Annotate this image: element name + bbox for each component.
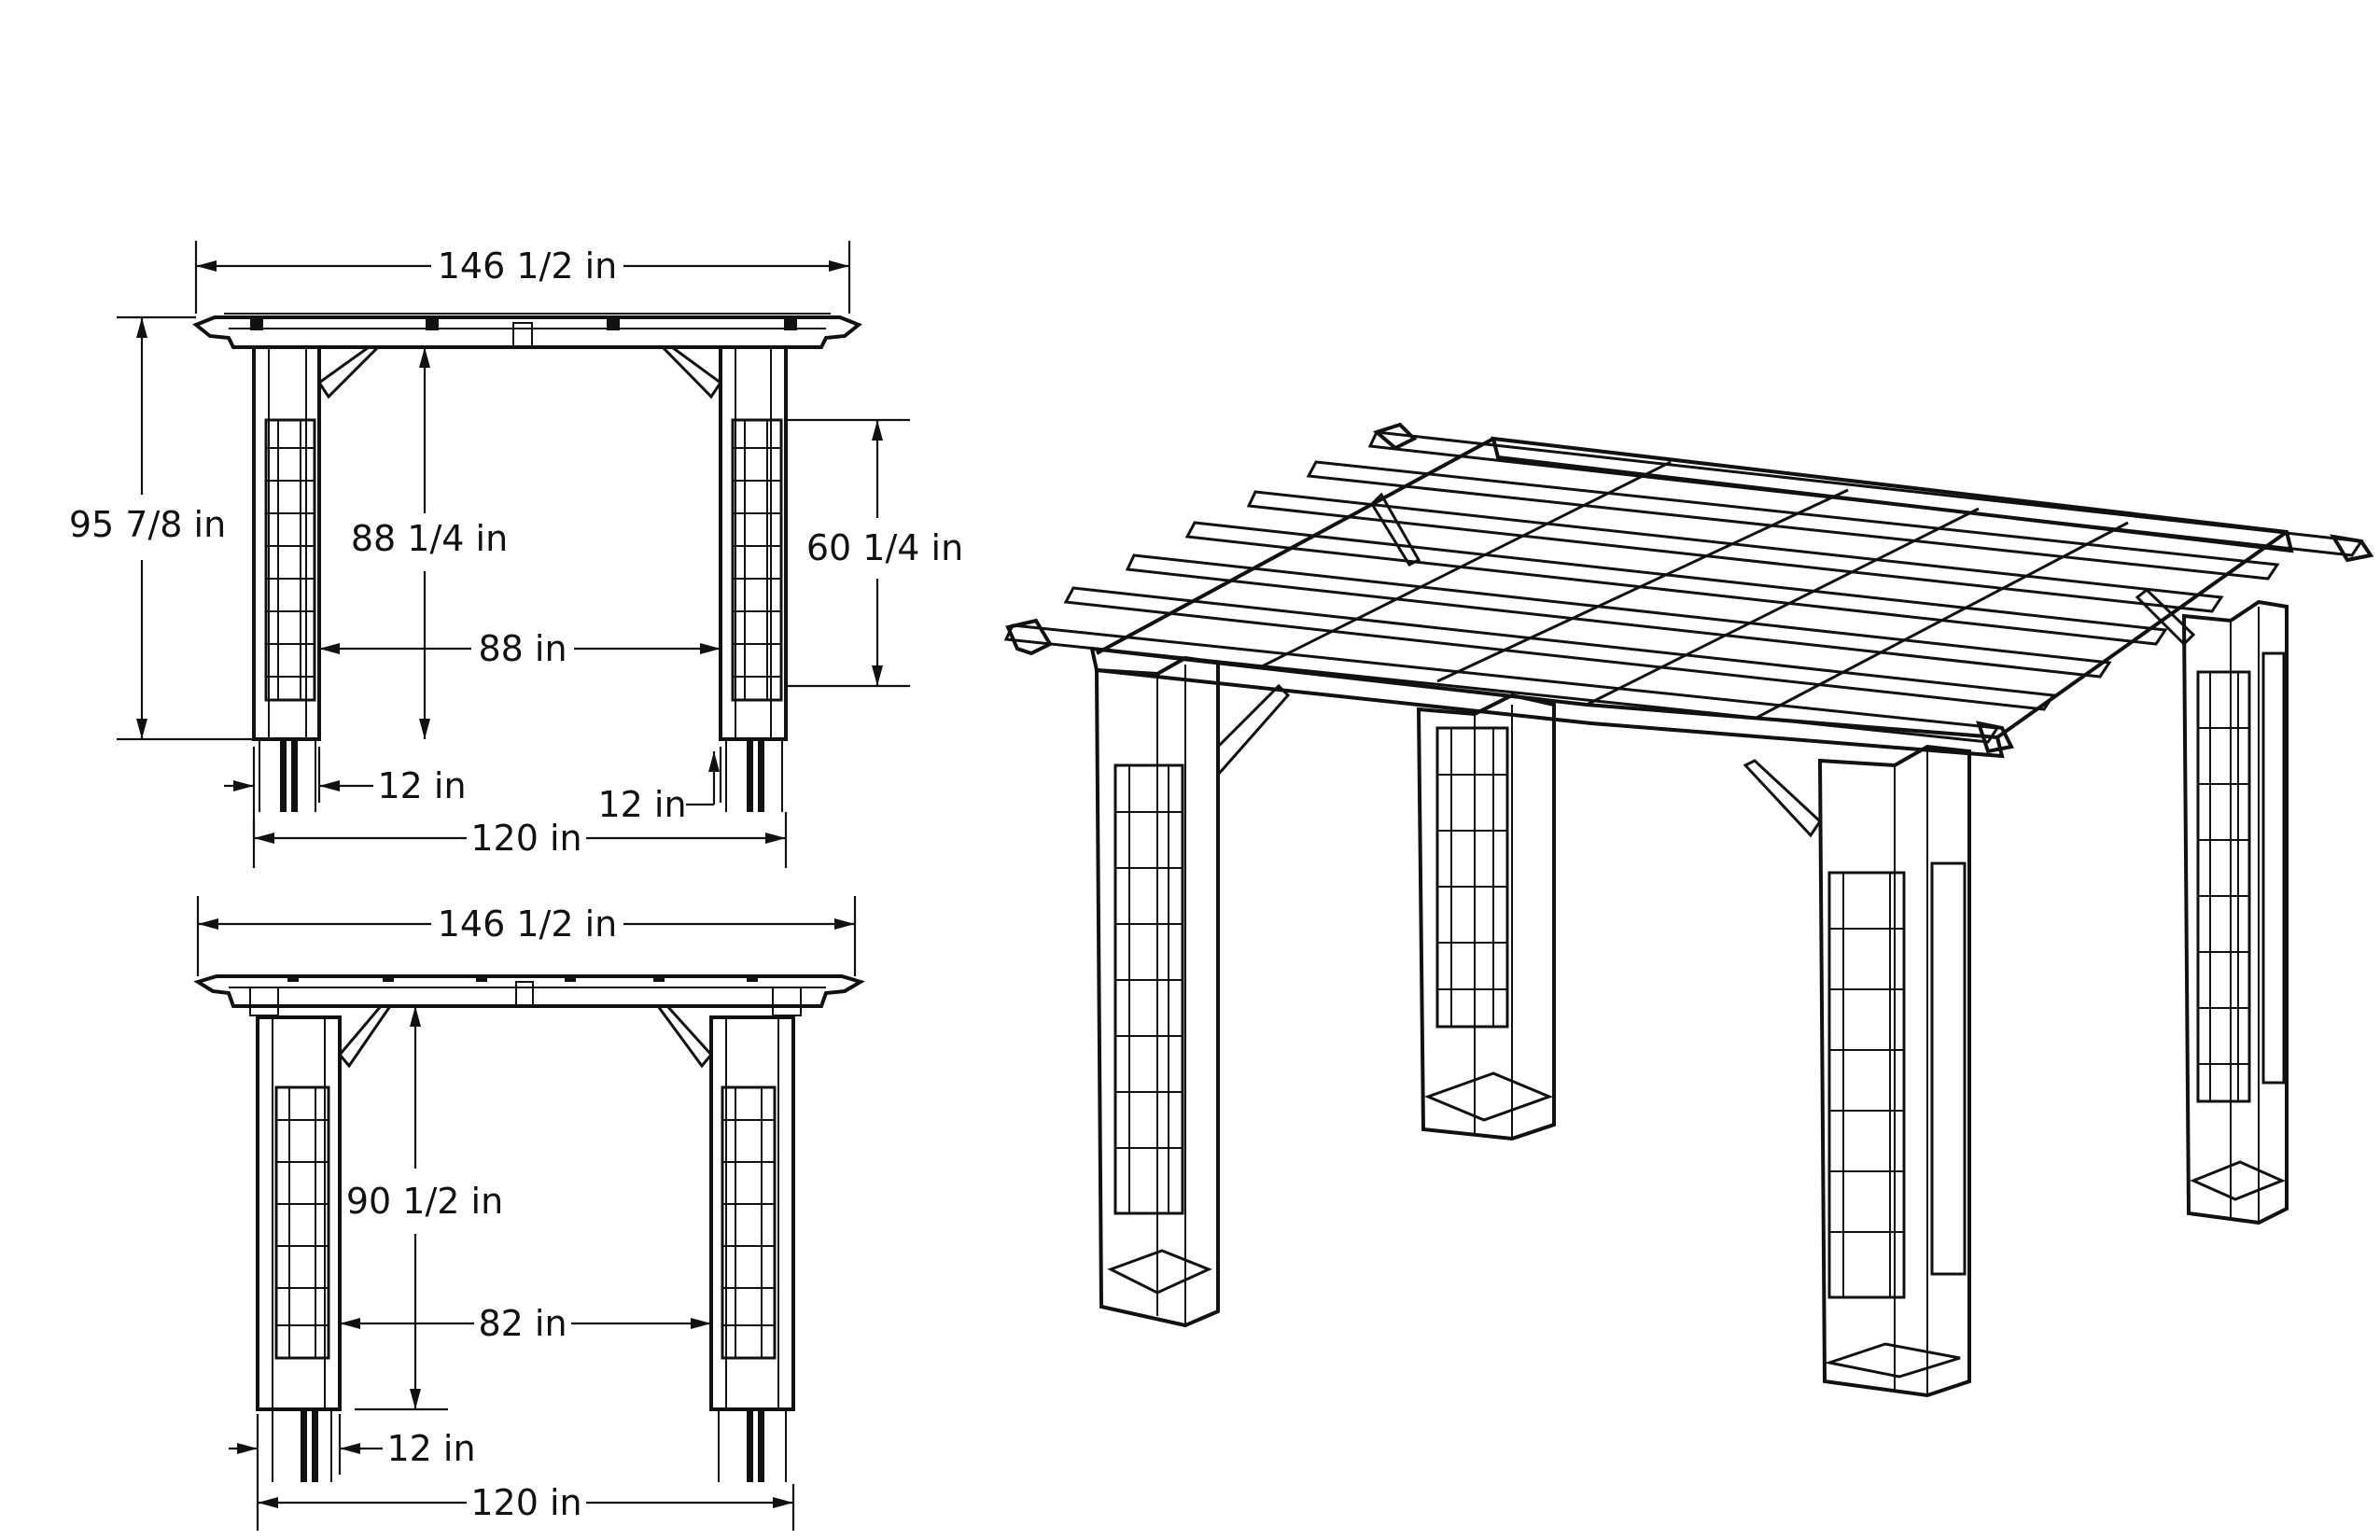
front-height-label: 95 7/8 in xyxy=(69,504,226,545)
side-clearance-label: 90 1/2 in xyxy=(346,1181,503,1222)
side-width-label: 146 1/2 in xyxy=(438,903,618,945)
front-clearance-dimension: 88 1/4 in xyxy=(351,347,508,739)
front-spacing-dimension: 120 in xyxy=(252,812,788,868)
front-clearance-label: 88 1/4 in xyxy=(351,518,508,559)
iso-beams xyxy=(1089,436,2294,759)
front-left-post xyxy=(252,345,382,812)
side-post-label: 12 in xyxy=(386,1428,475,1469)
front-span-label: 88 in xyxy=(478,628,567,669)
side-span-label: 82 in xyxy=(478,1303,567,1344)
side-post-dimension: 12 in xyxy=(229,1414,476,1531)
side-left-post xyxy=(256,1004,393,1482)
front-trellis-dimension: 60 1/4 in xyxy=(786,418,963,688)
front-left-post-label: 12 in xyxy=(377,765,466,806)
front-roof-beam xyxy=(192,313,862,349)
iso-post-front-left xyxy=(1094,655,1291,1328)
front-right-post-label: 12 in xyxy=(597,784,686,825)
side-span-dimension: 82 in xyxy=(340,1303,711,1344)
front-height-dimension: 95 7/8 in xyxy=(69,315,254,741)
front-trellis-label: 60 1/4 in xyxy=(806,527,963,568)
isometric-view xyxy=(1003,422,2374,1398)
front-width-dimension: 146 1/2 in xyxy=(194,241,851,314)
front-right-post xyxy=(659,345,788,812)
side-view: 146 1/2 in 90 1/2 in 82 in 12 in xyxy=(193,896,865,1531)
front-span-dimension: 88 in xyxy=(319,628,721,669)
side-clearance-dimension: 90 1/2 in xyxy=(346,1006,503,1411)
front-width-label: 146 1/2 in xyxy=(438,245,618,287)
iso-rafters xyxy=(1003,422,2374,754)
side-roof-beam xyxy=(193,974,865,1016)
side-spacing-label: 120 in xyxy=(470,1482,581,1523)
iso-post-back-right xyxy=(2135,588,2289,1225)
side-right-post xyxy=(655,1004,795,1482)
side-width-dimension: 146 1/2 in xyxy=(196,896,857,976)
iso-post-back-left xyxy=(1370,492,1556,1141)
front-right-post-dimension: 12 in xyxy=(597,747,722,825)
front-view: 146 1/2 in 95 7/8 in 88 1/4 in xyxy=(69,241,963,868)
iso-post-front-right xyxy=(1743,744,1971,1398)
side-spacing-dimension: 120 in xyxy=(258,1482,795,1531)
front-spacing-label: 120 in xyxy=(470,818,581,859)
